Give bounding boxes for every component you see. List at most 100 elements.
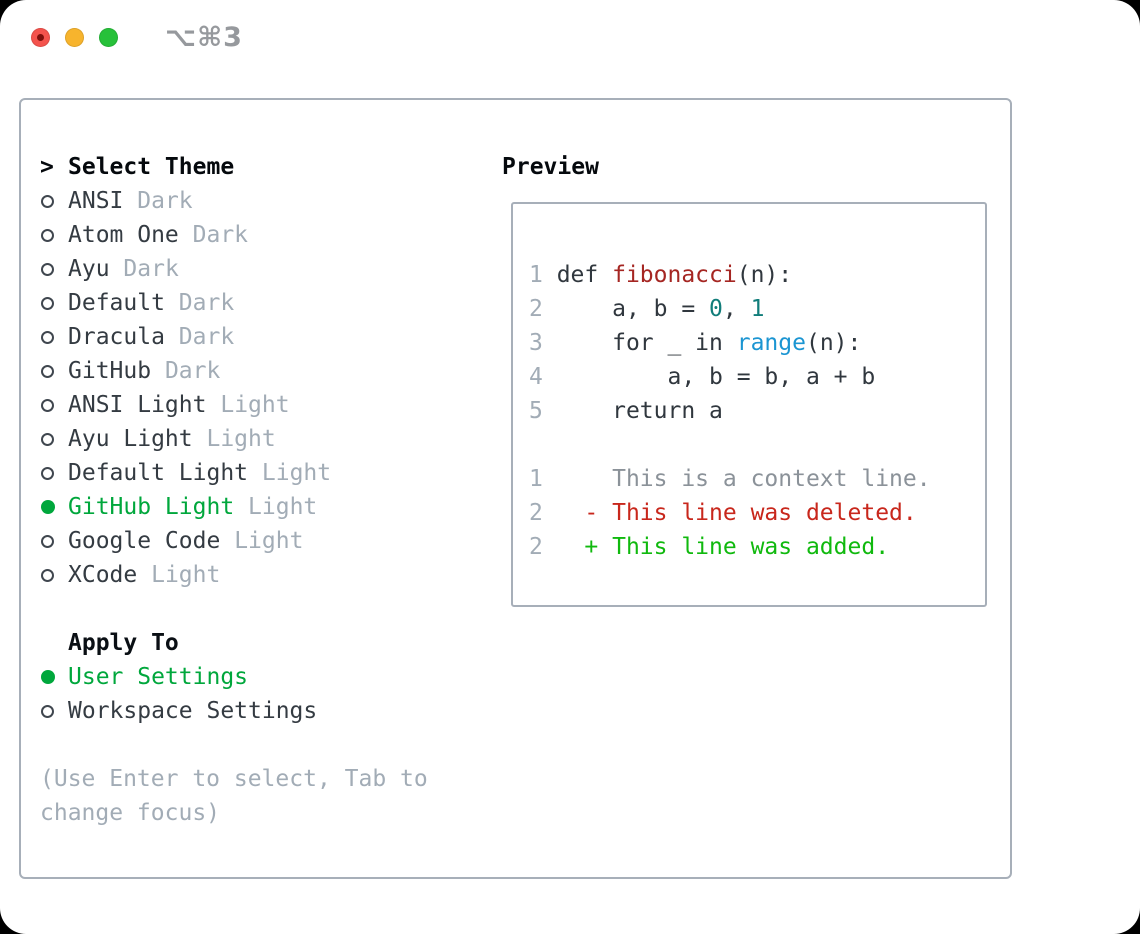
radio-icon [41,466,54,480]
code-token: - This line was deleted. [556,500,917,526]
radio-icon [41,228,54,242]
theme-option-xcode[interactable]: XCode Light [40,558,490,592]
code-token: return a [556,398,723,424]
theme-select-header-row: > Select Theme [40,150,490,184]
radio-icon [41,262,54,276]
radio-icon [41,432,54,446]
code-line: 3 for _ in range(n): [529,326,985,360]
theme-select-header: Select Theme [68,154,235,180]
radio-selected-icon [41,670,55,684]
code-token: range [736,330,806,356]
apply-option-workspace-settings[interactable]: Workspace Settings [40,694,490,728]
theme-option-ayu[interactable]: Ayu Dark [40,252,490,286]
code-line: 2 a, b = 0, 1 [529,292,985,326]
code-token: for _ in [556,330,737,356]
line-number: 5 [529,398,557,424]
theme-option-github-light[interactable]: GitHub Light Light [40,490,490,524]
code-token: fibonacci [612,262,737,288]
theme-option-ansi-light[interactable]: ANSI Light Light [40,388,490,422]
code-token: a, b = b, a + b [556,364,876,390]
theme-option-google-code[interactable]: Google Code Light [40,524,490,558]
theme-option-dracula[interactable]: Dracula Dark [40,320,490,354]
radio-icon [41,704,54,718]
radio-icon [41,398,54,412]
theme-name: ANSI [68,188,124,214]
zoom-button[interactable] [99,28,118,47]
code-line: 4 a, b = b, a + b [529,360,985,394]
theme-name: Google Code [68,528,221,554]
line-number: 1 [529,466,557,492]
code-token: (n): [805,330,862,356]
window-titlebar: ⌥⌘3 [0,0,1140,98]
code-token: + This line was added. [556,534,890,560]
theme-variant-tag: Dark [178,290,235,316]
theme-variant-tag: Light [261,460,332,486]
theme-name: GitHub Light [68,494,235,520]
theme-option-default[interactable]: Default Dark [40,286,490,320]
code-token: 0 [709,296,723,322]
theme-name: Ayu Light [68,426,193,452]
apply-option-name: User Settings [68,664,249,690]
code-token: def [556,262,613,288]
theme-variant-tag: Dark [137,188,193,214]
cursor-icon: > [40,154,54,180]
theme-name: ANSI Light [68,392,207,418]
theme-name: Default [68,290,165,316]
theme-variant-tag: Dark [164,358,221,384]
theme-variant-tag: Light [248,494,318,520]
radio-selected-icon [41,500,55,514]
theme-variant-tag: Dark [178,324,235,350]
theme-name: Default Light [68,460,249,486]
window-title: ⌥⌘3 [165,22,243,53]
code-line: 5 return a [529,394,985,428]
theme-option-default-light[interactable]: Default Light Light [40,456,490,490]
diff-added-line: 2 + This line was added. [529,530,985,564]
theme-variant-tag: Light [151,562,221,588]
line-number: 2 [529,534,557,560]
theme-name: Ayu [68,256,110,282]
radio-icon [41,534,54,548]
line-number: 2 [529,500,557,526]
apply-to-header-row: Apply To [40,626,490,660]
blank-line [529,428,985,462]
minimize-button[interactable] [65,28,84,47]
code-token: , [722,296,751,322]
line-number: 1 [529,262,557,288]
close-button[interactable] [31,28,50,47]
theme-name: GitHub [68,358,152,384]
theme-variant-tag: Light [206,426,276,452]
radio-icon [41,330,54,344]
theme-option-atom-one[interactable]: Atom One Dark [40,218,490,252]
theme-variant-tag: Light [234,528,304,554]
theme-name: Dracula [68,324,165,350]
line-number: 2 [529,296,557,322]
theme-option-github[interactable]: GitHub Dark [40,354,490,388]
code-token: This is a context line. [556,466,931,492]
apply-option-name: Workspace Settings [68,698,318,724]
theme-variant-tag: Light [220,392,290,418]
theme-name: Atom One [68,222,179,248]
help-line: change focus) [40,800,221,826]
theme-option-ansi[interactable]: ANSI Dark [40,184,490,218]
radio-icon [41,364,54,378]
theme-option-ayu-light[interactable]: Ayu Light Light [40,422,490,456]
code-token: (n): [736,262,793,288]
line-number: 4 [529,364,557,390]
diff-context-line: 1 This is a context line. [529,462,985,496]
apply-option-user-settings[interactable]: User Settings [40,660,490,694]
code-token: a, b = [556,296,710,322]
apply-to-header: Apply To [68,630,179,656]
theme-name: XCode [68,562,138,588]
theme-variant-tag: Dark [192,222,249,248]
preview-header: Preview [502,154,599,180]
radio-icon [41,568,54,582]
preview-column: Preview 1 def fibonacci(n):2 a, b = 0, 1… [502,150,1002,607]
code-token: 1 [750,296,765,322]
